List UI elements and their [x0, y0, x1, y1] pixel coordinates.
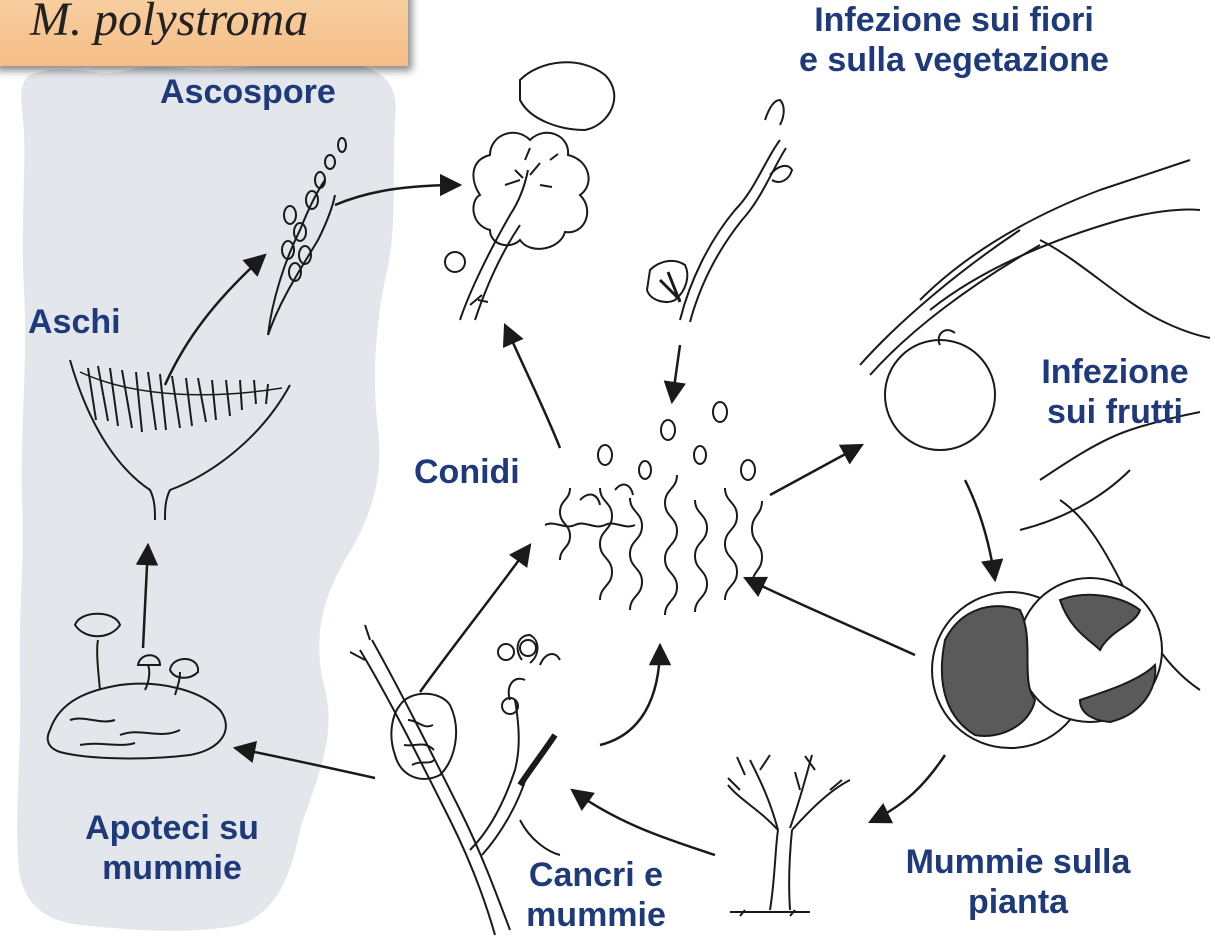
label-apoteci-line2: mummie [60, 848, 284, 888]
arrow-canker-to-conidi [420, 545, 530, 692]
label-cancri: Cancri e mummie [510, 855, 682, 935]
flower-drawing [445, 62, 614, 320]
arrow-fruit-to-mummy [965, 480, 995, 580]
arrow-mummy-to-conidi [745, 578, 915, 655]
arrow-tree-to-canker [572, 790, 715, 855]
grey-panel [17, 62, 396, 931]
label-mummie-pianta: Mummie sulla pianta [870, 842, 1166, 922]
mummified-fruits-drawing [932, 412, 1200, 748]
label-apoteci-line1: Apoteci su [60, 808, 284, 848]
label-infezione-frutti-line1: Infezione [1022, 352, 1208, 392]
arrow-mummy-to-tree [870, 755, 945, 822]
arrow-canker2-to-conidi [600, 645, 660, 745]
label-conidi: Conidi [414, 452, 520, 492]
arrow-conidi-to-fruit [770, 445, 862, 495]
label-ascospore: Ascospore [160, 72, 336, 112]
label-infezione-fiori-line1: Infezione sui fiori [752, 0, 1156, 40]
diagram-title: M. polystroma [30, 0, 308, 48]
label-infezione-frutti-line2: sui frutti [1022, 392, 1208, 432]
label-infezione-frutti: Infezione sui frutti [1022, 352, 1208, 432]
infected-shoot-drawing [647, 100, 792, 322]
arrow-conidi-to-flower [505, 325, 560, 448]
label-infezione-fiori: Infezione sui fiori e sulla vegetazione [752, 0, 1156, 80]
label-infezione-fiori-line2: e sulla vegetazione [752, 40, 1156, 80]
label-cancri-line2: mummie [510, 895, 682, 935]
label-mummie-pianta-line1: Mummie sulla [870, 842, 1166, 882]
label-aschi: Aschi [28, 302, 121, 342]
label-apoteci: Apoteci su mummie [60, 808, 284, 888]
conidia-drawing [545, 402, 762, 615]
tree-drawing [728, 755, 850, 916]
label-mummie-pianta-line2: pianta [870, 882, 1166, 922]
label-cancri-line1: Cancri e [510, 855, 682, 895]
arrow-shoot-to-conidi [672, 345, 680, 402]
